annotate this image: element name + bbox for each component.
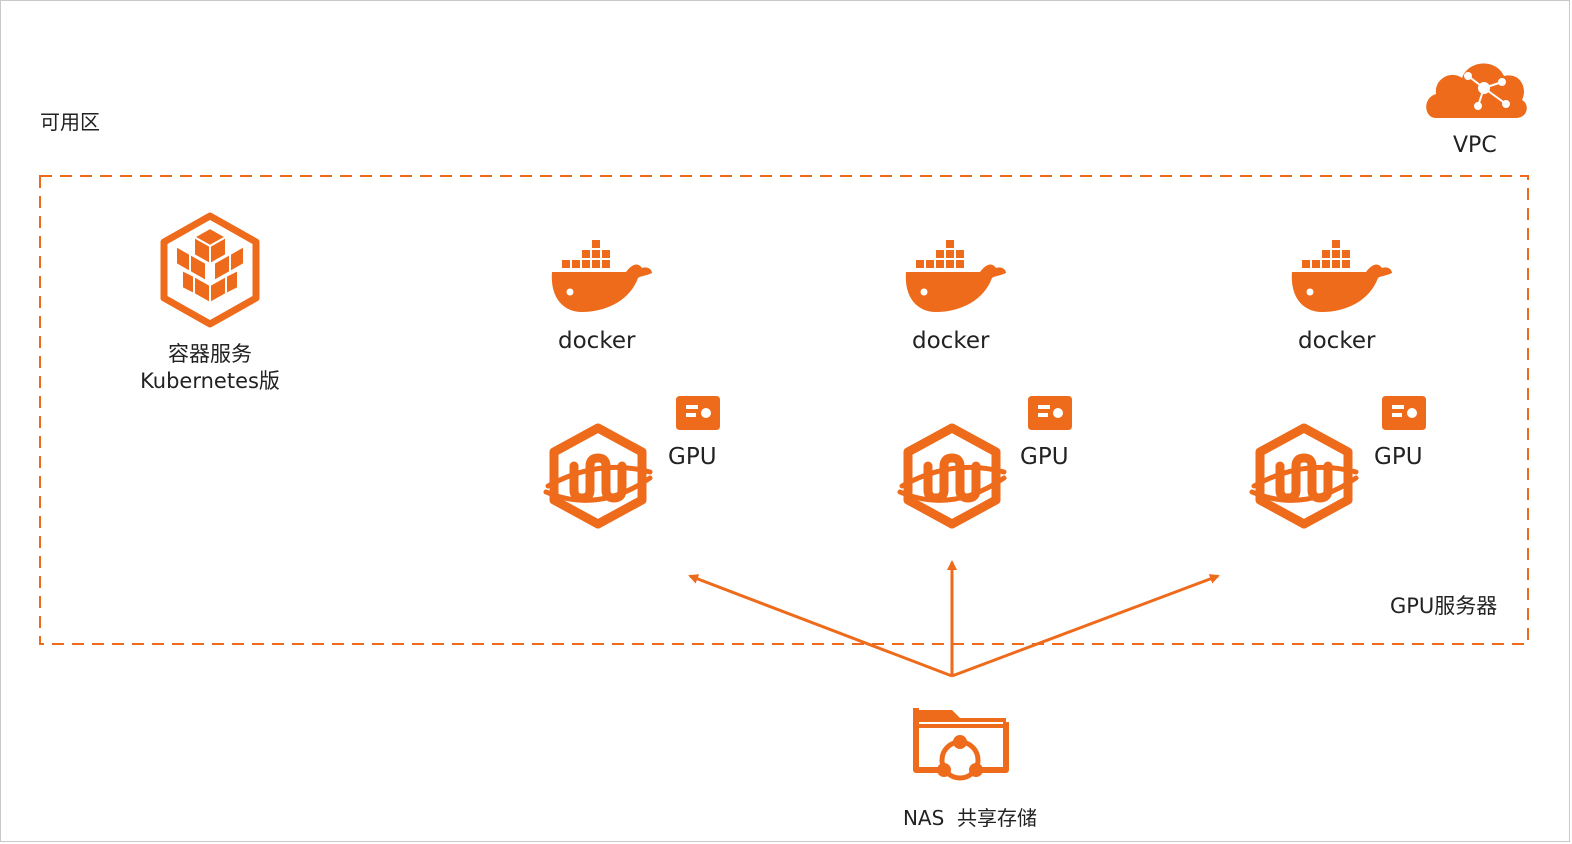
compute-instance-icon xyxy=(546,428,650,524)
nas-label: NAS 共享存储 xyxy=(902,806,1038,830)
gpu-label-1: GPU xyxy=(668,444,717,470)
nas-folder-icon xyxy=(913,708,1009,781)
gpu-card-icon xyxy=(676,396,720,430)
availability-zone-label: 可用区 xyxy=(40,110,100,134)
docker-label-3: docker xyxy=(1298,328,1376,354)
gpu-card-icon xyxy=(1382,396,1426,430)
docker-icon xyxy=(1291,240,1392,312)
container-service-title: 容器服务 xyxy=(168,342,252,366)
compute-instance-icon xyxy=(1252,428,1356,524)
cloud-network-icon xyxy=(1426,63,1527,118)
nas-to-node3-arrow xyxy=(951,574,1220,678)
gpu-card-icon xyxy=(1028,396,1072,430)
gpu-server-label: GPU服务器 xyxy=(1390,594,1498,618)
nas-to-node1-arrow xyxy=(688,574,953,678)
container-service-subtitle: Kubernetes版 xyxy=(140,369,280,393)
gpu-label-3: GPU xyxy=(1374,444,1423,470)
gpu-server-area xyxy=(39,175,1529,645)
docker-label-1: docker xyxy=(558,328,636,354)
container-service-icon xyxy=(160,212,260,328)
compute-instance-icon xyxy=(900,428,1004,524)
docker-icon xyxy=(905,240,1006,312)
docker-icon xyxy=(551,240,652,312)
vpc-label: VPC xyxy=(1453,133,1497,158)
docker-label-2: docker xyxy=(912,328,990,354)
gpu-label-2: GPU xyxy=(1020,444,1069,470)
